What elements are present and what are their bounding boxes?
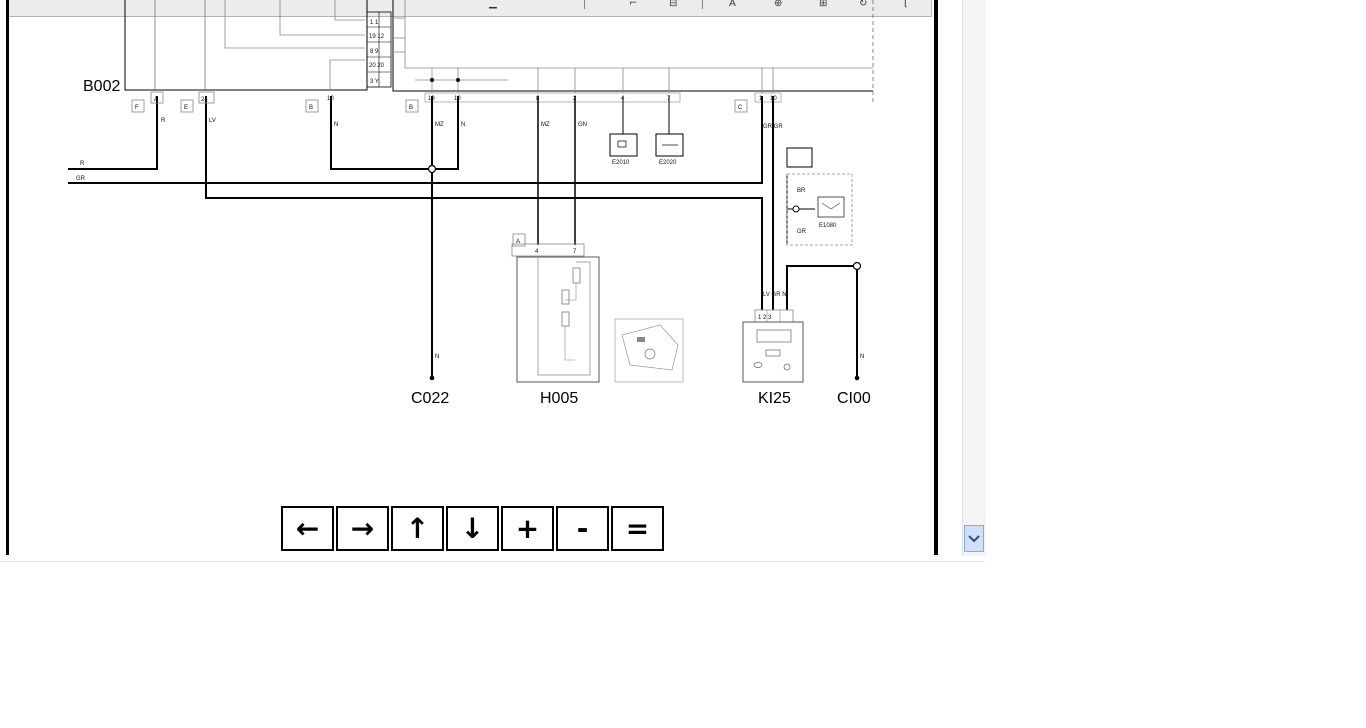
- pin-b1: 10: [327, 96, 334, 102]
- pan-left-button[interactable]: ←: [281, 506, 334, 551]
- viewer-toolbar: ▁ ⌐ ⊟ A ⊕ ⊞ ↻ [: [9, 0, 932, 17]
- h005-box: [516, 256, 600, 383]
- stack-pin-0: 1 1: [370, 20, 379, 26]
- print-icon[interactable]: ▁: [489, 0, 497, 9]
- wire-label-k125: LV GR N: [763, 292, 787, 298]
- pin-e: 24: [201, 97, 208, 103]
- text-tool-icon[interactable]: A: [729, 0, 736, 9]
- pan-right-button[interactable]: →: [336, 506, 389, 551]
- wire-gr-main: [68, 96, 763, 184]
- navigation-bar: ← → ↑ ↓ + - =: [281, 506, 666, 551]
- rotate-icon[interactable]: ↻: [859, 0, 868, 9]
- pan-up-button[interactable]: ↑: [391, 506, 444, 551]
- pin-h005-2: 7: [573, 249, 577, 255]
- stack-pin-2: 8 9: [370, 49, 379, 55]
- wire-label-r-left: R: [80, 161, 85, 167]
- k125-box: [742, 321, 804, 383]
- fit-to-page-button[interactable]: =: [611, 506, 664, 551]
- wire-label-n-c100: N: [860, 354, 864, 360]
- wire-label-mz: MZ: [435, 122, 444, 128]
- wire-n-c100: [786, 265, 858, 378]
- label-e1080: E1080: [819, 223, 837, 229]
- tag-e: E: [184, 105, 188, 111]
- stack-pin-4: 3 Y: [370, 79, 379, 85]
- pin-8: 8: [536, 96, 540, 102]
- wire-n-loop: [330, 96, 459, 170]
- tag-c: C: [738, 105, 743, 111]
- label-e2020: E2020: [659, 160, 677, 166]
- wire-label-n-c022: N: [435, 354, 439, 360]
- label-b002: B002: [83, 78, 120, 95]
- pin-k125: 1 2 3: [758, 315, 772, 321]
- pin-c-2: 10: [770, 96, 777, 102]
- scroll-down-button[interactable]: [964, 525, 984, 552]
- diagram-viewer: ▁ ⌐ ⊟ A ⊕ ⊞ ↻ [: [0, 0, 986, 562]
- pin-b2-1: 19: [428, 96, 435, 102]
- stack-pin-3: 20 20: [369, 63, 385, 69]
- viewer-bottom-border: [0, 561, 985, 562]
- wire-label-n-b1: N: [334, 122, 338, 128]
- label-c022: C022: [411, 390, 449, 407]
- wire-label-gr-c: GR GR: [763, 124, 783, 130]
- frame-right-border: [934, 0, 938, 555]
- pin-b2-2: 10: [454, 96, 461, 102]
- b002-box: [124, 0, 368, 91]
- pin-a: A: [154, 97, 158, 103]
- grid-icon[interactable]: ⊟: [669, 0, 678, 9]
- pin-h005-1: 4: [535, 249, 539, 255]
- wire-lv: [205, 96, 763, 310]
- vertical-scrollbar[interactable]: [962, 0, 986, 556]
- label-h005: H005: [540, 390, 578, 407]
- wire-label-br: BR: [797, 188, 806, 194]
- wire-label-gr-left: GR: [76, 176, 86, 182]
- zoom-in-button[interactable]: +: [501, 506, 554, 551]
- layout-icon[interactable]: ⊞: [819, 0, 828, 9]
- stack-pin-1: 19 12: [369, 34, 385, 40]
- wire-r: [68, 96, 158, 170]
- wire-label-gn: GN: [578, 122, 587, 128]
- label-k125: KI25: [758, 390, 791, 407]
- tag-b1: B: [309, 105, 313, 111]
- wire-label-lv: LV: [209, 118, 216, 124]
- wire-label-r: R: [161, 118, 166, 124]
- wiring-diagram: B002 C022 H005 KI25 CI00 E2010 E2020 E10…: [68, 0, 874, 407]
- pin-2: 2: [573, 96, 577, 102]
- toolbar-separator: [584, 0, 585, 9]
- toolbar-separator: [702, 0, 703, 9]
- wire-label-mz2: MZ: [541, 122, 550, 128]
- zoom-icon[interactable]: ⊕: [774, 0, 783, 9]
- e1080-tag: [786, 147, 813, 168]
- tag-f: F: [135, 105, 139, 111]
- e2010-symbol: [609, 133, 638, 157]
- tag-b2: B: [409, 105, 413, 111]
- page-icon[interactable]: ⌐: [629, 0, 638, 9]
- label-c100: CI00: [837, 390, 871, 407]
- tag-h005-a: A: [516, 239, 520, 245]
- h005-thumbnail: [614, 318, 684, 383]
- e2020-symbol: [655, 133, 684, 157]
- frame-left-border: [6, 0, 9, 555]
- zoom-out-button[interactable]: -: [556, 506, 609, 551]
- pin-c-1: 1: [759, 96, 763, 102]
- chevron-down-icon: [968, 534, 980, 542]
- pin-4: 4: [621, 96, 625, 102]
- e1080-group: [786, 173, 853, 246]
- pan-down-button[interactable]: ↓: [446, 506, 499, 551]
- bracket-icon[interactable]: [: [904, 0, 908, 9]
- label-e2010: E2010: [612, 160, 630, 166]
- wire-label-n-b2: N: [461, 122, 465, 128]
- wire-label-gr-box: GR: [797, 229, 807, 235]
- pin-7: 7: [667, 96, 671, 102]
